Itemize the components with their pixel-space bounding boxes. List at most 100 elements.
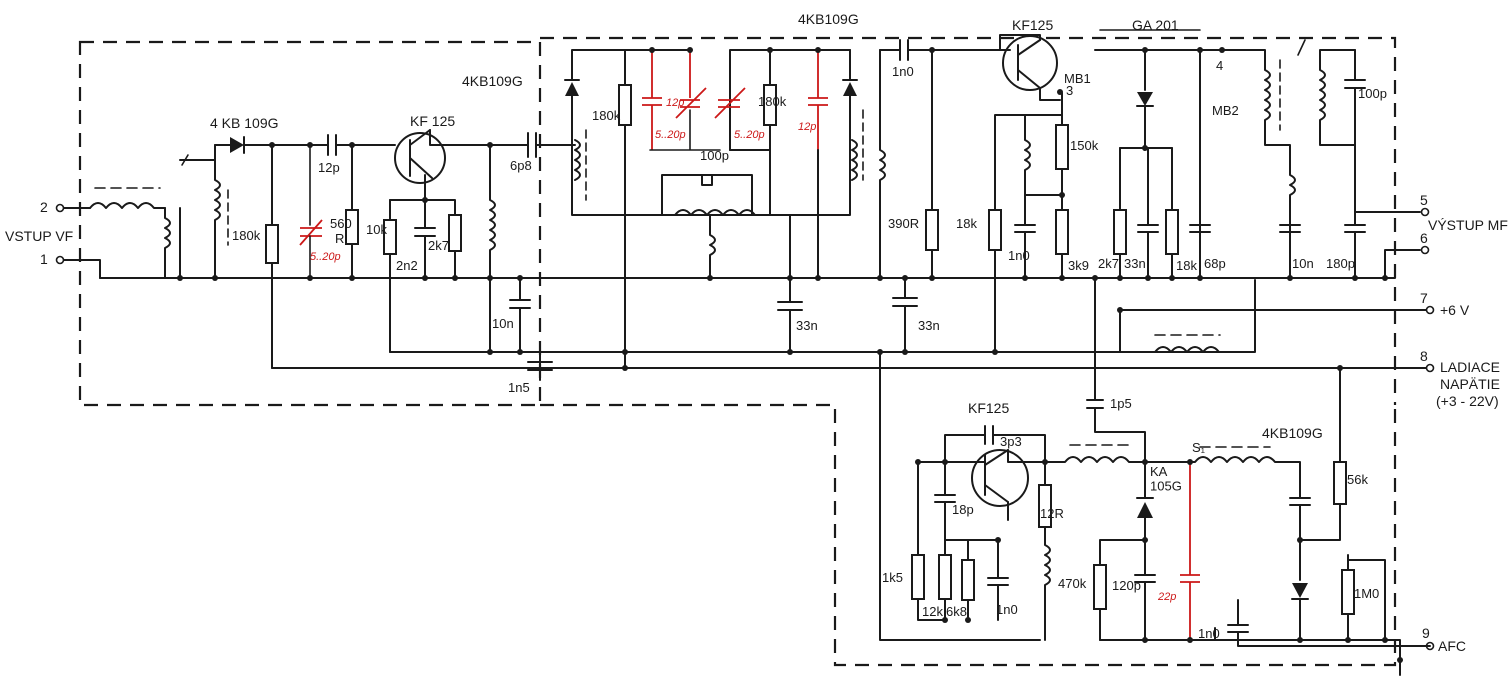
label-10n-b: 10n: [1292, 256, 1314, 271]
mb1-label: MB1: [1064, 71, 1091, 86]
label-22p: 22p: [1157, 591, 1176, 603]
label-18k-b: 18k: [1176, 258, 1197, 273]
input-varicap: [214, 136, 273, 161]
label-1m0: 1M0: [1354, 586, 1379, 601]
coupling-coil-mid: [661, 174, 756, 279]
label-kb-osc: 4KB109G: [1262, 425, 1323, 441]
label-68p: 68p: [1204, 256, 1226, 271]
label-kb-top-mid: 4KB109G: [798, 11, 859, 27]
label-3p3: 3p3: [1000, 434, 1022, 449]
label-trim-in: 5..20p: [310, 251, 341, 263]
label-1k5: 1k5: [882, 570, 903, 585]
label-c12p-b: 12p: [798, 121, 816, 133]
trimmers-a: [642, 50, 721, 151]
label-1n5: 1n5: [508, 380, 530, 395]
transistor-osc: [944, 425, 1046, 521]
resistor-390r: [925, 49, 939, 279]
input-pin-2: 2: [40, 199, 48, 215]
label-560: 560: [330, 216, 352, 231]
diode-ga201: [1094, 29, 1211, 279]
coil-rf-collector: [489, 144, 496, 353]
bias-rail: [389, 279, 1256, 353]
label-12p-in: 12p: [318, 160, 340, 175]
tuning-varicap-osc: [1144, 367, 1431, 647]
bandpass-left: [564, 49, 771, 369]
label-18k-a: 18k: [956, 216, 977, 231]
transistor-rf: [379, 129, 491, 201]
label-180p: 180p: [1326, 256, 1355, 271]
label-470k: 470k: [1058, 576, 1087, 591]
label-33n-a: 33n: [796, 318, 818, 333]
label-100p-out: 100p: [1358, 86, 1387, 101]
label-100p-mid: 100p: [700, 148, 729, 163]
input-label: VSTUP VF: [5, 228, 73, 244]
label-180k-in: 180k: [232, 228, 261, 243]
label-2k7-a: 2k7: [428, 238, 449, 253]
label-56k: 56k: [1347, 472, 1368, 487]
label-6k8: 6k8: [946, 604, 967, 619]
pwr-label: +6 V: [1440, 302, 1470, 318]
if-transformer: [1199, 39, 1421, 279]
mb2-label: MB2: [1212, 103, 1239, 118]
label-s1: S₁: [1192, 440, 1206, 455]
shield-outline: [78, 36, 1397, 667]
capacitor-33n-b: [892, 277, 918, 353]
label-kf125-mix: KF125: [1012, 17, 1053, 33]
label-kf125-osc: KF125: [968, 400, 1009, 416]
label-33n-c: 33n: [1124, 256, 1146, 271]
tune-label-2: NAPÄTIE: [1440, 376, 1500, 392]
label-kb-shield: 4KB109G: [462, 73, 523, 89]
varicap-label-in: 4 KB 109G: [210, 115, 279, 131]
label-R: R: [335, 231, 344, 246]
resistor-560: [345, 144, 359, 279]
label-1p5: 1p5: [1110, 396, 1132, 411]
out-label: VÝSTUP MF: [1428, 217, 1508, 233]
label-12r: 12R: [1040, 506, 1064, 521]
label-390r: 390R: [888, 216, 919, 231]
label-1n0-b: 1n0: [1008, 248, 1030, 263]
label-3k9: 3k9: [1068, 258, 1089, 273]
label-trim-a: 5..20p: [655, 129, 686, 141]
mixer-input-coil: [879, 39, 1001, 279]
osc-tank: [1038, 444, 1146, 641]
tune-pin: 8: [1420, 348, 1428, 364]
mb1-num: 3: [1066, 83, 1073, 98]
resistor-180k-in: [265, 144, 279, 369]
afc-label: AFC: [1438, 638, 1466, 654]
trimmer-in: [299, 144, 323, 279]
label-1n0-afc: 1n0: [1198, 626, 1220, 641]
bias-choke: [1119, 309, 1221, 353]
capacitor-33n-a: [777, 277, 803, 353]
varicap-ka105g: [1093, 444, 1156, 641]
label-kf125-rf: KF 125: [410, 113, 455, 129]
label-trim-b: 5..20p: [734, 129, 765, 141]
label-6p8: 6p8: [510, 158, 532, 173]
label-2n2: 2n2: [396, 258, 418, 273]
label-ga201: GA 201: [1132, 17, 1179, 33]
output-terminals: [1420, 207, 1435, 651]
capacitor-6p8: [489, 132, 576, 158]
junction-dots: [177, 47, 1403, 663]
input-terminals: [55, 203, 101, 279]
transistor-mixer: [999, 34, 1061, 101]
out-pin-6: 6: [1420, 230, 1428, 246]
trimmer-22p: [1180, 462, 1200, 640]
label-33n-b: 33n: [918, 318, 940, 333]
resistor-10k: [383, 199, 397, 353]
label-18p: 18p: [952, 502, 974, 517]
capacitor-1n5: [527, 354, 553, 381]
label-180k-b: 180k: [592, 108, 621, 123]
afc-pin: 9: [1422, 625, 1430, 641]
pwr-pin: 7: [1420, 290, 1428, 306]
label-1n0-osc: 1n0: [996, 602, 1018, 617]
label-180k-c: 180k: [758, 94, 787, 109]
label-10k: 10k: [366, 222, 387, 237]
mb1-point: [1057, 89, 1063, 95]
osc-bias-net: [911, 461, 1009, 621]
capacitor-2n2: [414, 199, 436, 279]
input-pin-1: 1: [40, 251, 48, 267]
tune-label-1: LADIACE: [1440, 359, 1500, 375]
label-120p: 120p: [1112, 578, 1141, 593]
